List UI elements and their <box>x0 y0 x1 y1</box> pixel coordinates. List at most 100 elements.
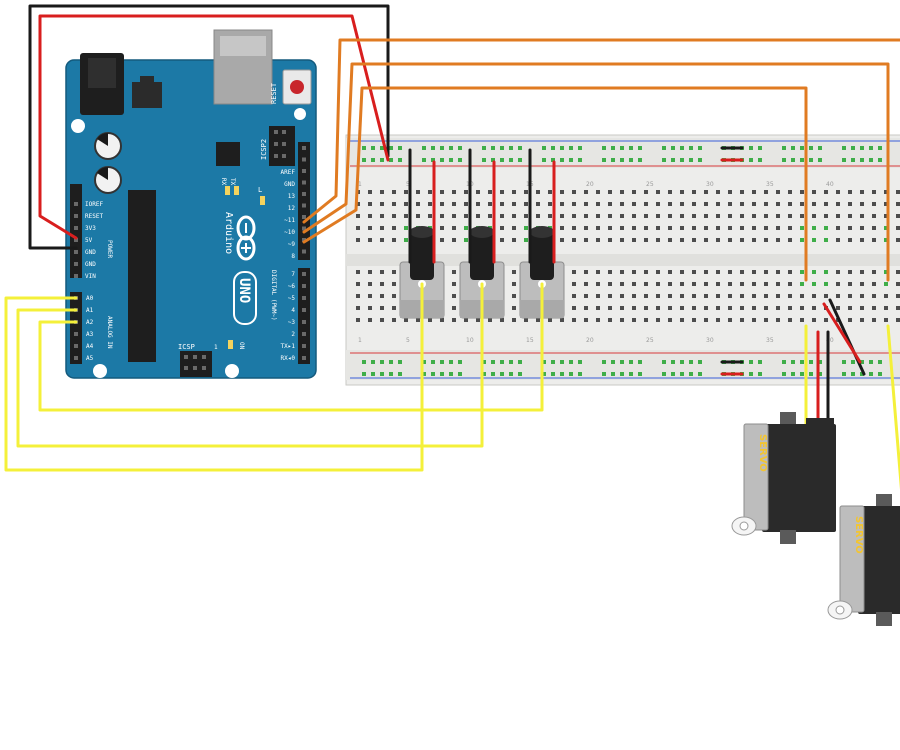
breadboard-hole <box>788 270 792 274</box>
uno-text: UNO <box>236 278 252 303</box>
breadboard-hole <box>632 294 636 298</box>
rail-hole <box>842 146 846 150</box>
icsp-label: ICSP <box>178 343 195 351</box>
servo-1: SERVO <box>731 412 836 544</box>
breadboard-hole <box>824 318 828 322</box>
header-pin <box>302 215 306 219</box>
header-pin <box>302 320 306 324</box>
servo-1-horn-hub <box>739 521 749 531</box>
pin-label-a5: A5 <box>86 355 94 362</box>
breadboard-hole <box>692 318 696 322</box>
breadboard-hole <box>596 270 600 274</box>
icsp-header-body <box>180 351 212 377</box>
breadboard-hole <box>416 190 420 194</box>
breadboard-hole <box>800 306 804 310</box>
breadboard-hole <box>776 318 780 322</box>
rail-hole <box>611 158 615 162</box>
header-pin <box>282 130 286 134</box>
breadboard-hole <box>560 202 564 206</box>
rail-hole <box>440 372 444 376</box>
breadboard-hole <box>728 270 732 274</box>
rail-hole <box>569 146 573 150</box>
breadboard-hole <box>884 270 888 274</box>
rail-hole <box>431 372 435 376</box>
breadboard-hole <box>740 294 744 298</box>
header-pin <box>184 355 188 359</box>
breadboard-hole <box>848 282 852 286</box>
breadboard-hole <box>740 318 744 322</box>
power-header-body <box>70 184 82 278</box>
breadboard-hole <box>584 238 588 242</box>
breadboard-hole <box>752 318 756 322</box>
breadboard-hole <box>656 238 660 242</box>
breadboard-hole <box>644 270 648 274</box>
breadboard-hole <box>764 238 768 242</box>
header-pin <box>302 272 306 276</box>
breadboard-hole <box>752 226 756 230</box>
power-pin-labels: IOREF RESET 3V3 5V GND GND VIN <box>85 201 103 280</box>
breadboard-hole <box>752 294 756 298</box>
breadboard-hole <box>668 306 672 310</box>
breadboard-hole <box>848 202 852 206</box>
pin-label-a0: A0 <box>86 295 94 302</box>
breadboard-hole <box>692 294 696 298</box>
breadboard-hole <box>740 306 744 310</box>
header-pin <box>302 157 306 162</box>
breadboard-hole <box>440 318 444 322</box>
usb-connector-face <box>220 36 266 56</box>
breadboard-hole <box>644 226 648 230</box>
breadboard-hole <box>440 190 444 194</box>
breadboard-hole <box>860 190 864 194</box>
col-num-top-30: 30 <box>706 181 714 188</box>
breadboard-hole <box>380 318 384 322</box>
breadboard-hole <box>464 202 468 206</box>
pin-label-6: ~6 <box>288 283 296 290</box>
breadboard-hole <box>620 294 624 298</box>
rail-hole <box>431 158 435 162</box>
analog-section-label: ANALOG IN <box>106 316 113 349</box>
breadboard-hole <box>620 214 624 218</box>
breadboard-hole <box>680 270 684 274</box>
breadboard-hole <box>668 226 672 230</box>
header-pin <box>74 332 78 336</box>
breadboard-hole <box>404 190 408 194</box>
rail-hole <box>842 360 846 364</box>
header-pin <box>74 356 78 360</box>
breadboard-hole <box>500 238 504 242</box>
capacitor-2-stripe <box>97 166 108 180</box>
breadboard-hole <box>740 202 744 206</box>
breadboard-hole <box>824 190 828 194</box>
breadboard-hole <box>620 270 624 274</box>
breadboard-hole <box>812 214 816 218</box>
header-pin <box>74 202 78 206</box>
breadboard-hole <box>836 226 840 230</box>
breadboard-hole <box>404 226 408 230</box>
pin-label-7: 7 <box>291 271 295 278</box>
breadboard-hole <box>896 202 900 206</box>
breadboard-hole <box>668 270 672 274</box>
rail-hole <box>440 360 444 364</box>
breadboard-hole <box>452 190 456 194</box>
pin-label-gnd-2: GND <box>85 261 96 268</box>
breadboard-hole <box>560 318 564 322</box>
breadboard-hole <box>572 294 576 298</box>
breadboard-hole <box>356 226 360 230</box>
rail-hole <box>560 360 564 364</box>
breadboard-hole <box>464 190 468 194</box>
rail-hole <box>782 372 786 376</box>
rail-hole <box>698 158 702 162</box>
breadboard-hole <box>668 238 672 242</box>
breadboard-hole <box>728 238 732 242</box>
breadboard-hole <box>800 282 804 286</box>
breadboard-hole <box>848 226 852 230</box>
breadboard-hole <box>608 282 612 286</box>
breadboard-hole <box>728 306 732 310</box>
breadboard-hole <box>800 294 804 298</box>
col-num-top-1: 1 <box>358 181 362 188</box>
breadboard-hole <box>680 282 684 286</box>
rail-hole <box>869 146 873 150</box>
rail-hole <box>458 146 462 150</box>
breadboard-hole <box>704 226 708 230</box>
reset-button-cap[interactable] <box>290 80 304 94</box>
breadboard-hole <box>872 226 876 230</box>
